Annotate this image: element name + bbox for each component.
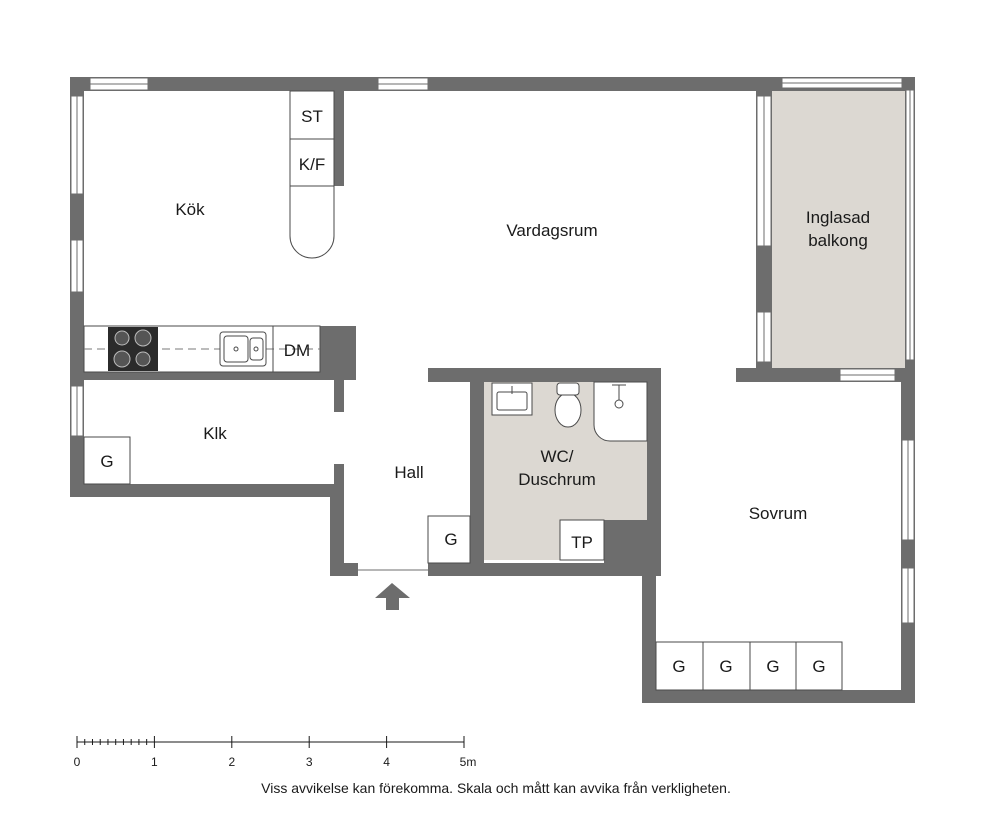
room-kok: Kök [175,200,205,219]
scale-label: 4 [383,755,390,769]
wardrobe-hall-label: G [444,530,457,549]
room-balkong-line1: Inglasad [806,208,870,227]
storage-label: ST [301,107,323,126]
balcony-floor [772,88,908,368]
sink-icon [219,331,267,367]
fridge-column [289,90,335,259]
room-balkong-line2: balkong [808,231,868,250]
room-sovrum: Sovrum [749,504,808,523]
wardrobe-klk [83,436,131,485]
wardrobe-sovrum-3: G [766,657,779,676]
toilet-icon [554,392,582,428]
room-klk: Klk [203,424,227,443]
entrance-arrow-icon [375,583,410,610]
kitchen-counter [83,325,321,373]
wardrobe-klk-label: G [100,452,113,471]
shower-icon [593,381,648,442]
wardrobe-sovrum-2: G [719,657,732,676]
fridge-freezer-label: K/F [299,155,325,174]
scale-label: 0 [74,755,81,769]
wardrobe-hall [427,515,471,564]
room-wc-line1: WC/ [540,447,573,466]
scale-label: 1 [151,755,158,769]
wardrobes-sovrum [655,641,843,691]
room-hall: Hall [394,463,423,482]
room-vardagsrum: Vardagsrum [506,221,597,240]
drying-cabinet-label: TP [571,533,593,552]
room-wc-line2: Duschrum [518,470,595,489]
scale-label: 5m [460,755,477,769]
disclaimer: Viss avvikelse kan förekomma. Skala och … [261,780,731,796]
dishwasher-label: DM [284,341,310,360]
scale-bar: 0 1 2 3 4 5m [74,736,477,769]
bathroom-fixtures [491,381,648,561]
scale-label: 3 [306,755,313,769]
wardrobe-sovrum-4: G [812,657,825,676]
wardrobe-sovrum-1: G [672,657,685,676]
scale-label: 2 [228,755,235,769]
drying-cabinet [559,519,605,561]
